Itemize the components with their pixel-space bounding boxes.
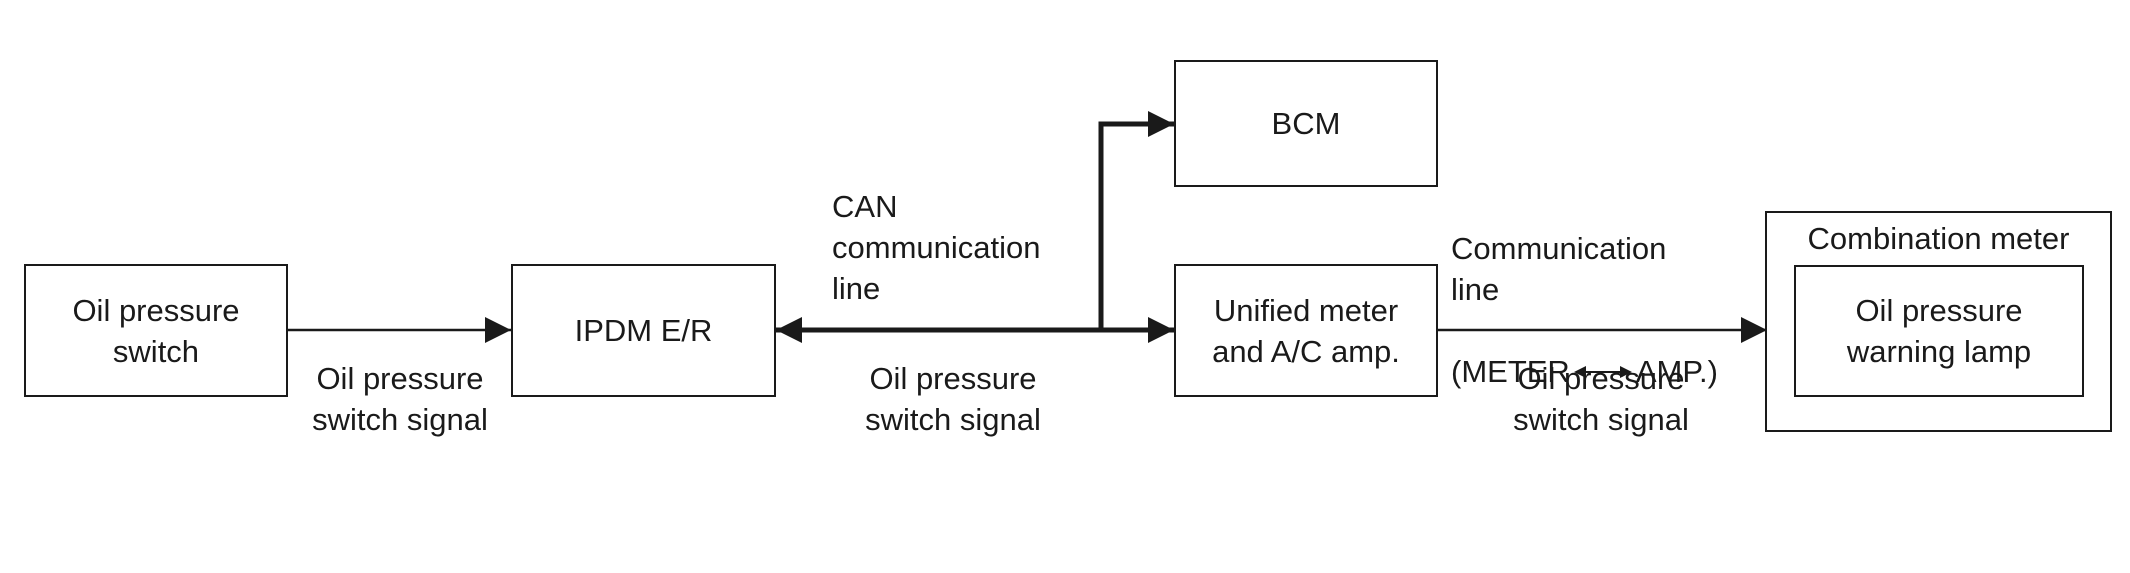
meter-text: (METER xyxy=(1451,354,1570,389)
ipdm-label: IPDM E/R xyxy=(574,313,713,348)
combination-meter-box: Combination meter Oil pressure warning l… xyxy=(1765,211,2112,432)
bcm-box: BCM xyxy=(1174,60,1438,187)
signal-label-ipdm-to-unified: Oil pressure switch signal xyxy=(865,361,1041,437)
warning-lamp-box: Oil pressure warning lamp xyxy=(1794,265,2084,397)
can-line-label: CAN communication line xyxy=(832,189,1041,306)
amp-text: AMP.) xyxy=(1635,354,1718,389)
communication-line-label: Communication line (METER AMP.) xyxy=(1451,187,1751,392)
oil-pressure-switch-box: Oil pressure switch xyxy=(24,264,288,397)
double-arrow-icon xyxy=(1573,365,1632,378)
warning-lamp-label: Oil pressure warning lamp xyxy=(1846,293,2032,369)
communication-line-title: Communication line xyxy=(1451,231,1667,307)
ipdm-box: IPDM E/R xyxy=(511,264,776,397)
unified-meter-box: Unified meter and A/C amp. xyxy=(1174,264,1438,397)
combination-meter-title: Combination meter xyxy=(1807,221,2070,256)
unified-meter-label: Unified meter and A/C amp. xyxy=(1212,292,1400,369)
signal-label-switch-to-ipdm: Oil pressure switch signal xyxy=(312,361,488,437)
meter-amp-row: (METER AMP.) xyxy=(1451,351,1718,392)
bcm-label: BCM xyxy=(1271,106,1341,141)
signal-label-unified-to-combination: Oil pressure switch signal xyxy=(1513,361,1689,437)
oil-pressure-switch-label: Oil pressure switch xyxy=(72,292,240,369)
can-branch-to-bcm xyxy=(1098,111,1174,330)
